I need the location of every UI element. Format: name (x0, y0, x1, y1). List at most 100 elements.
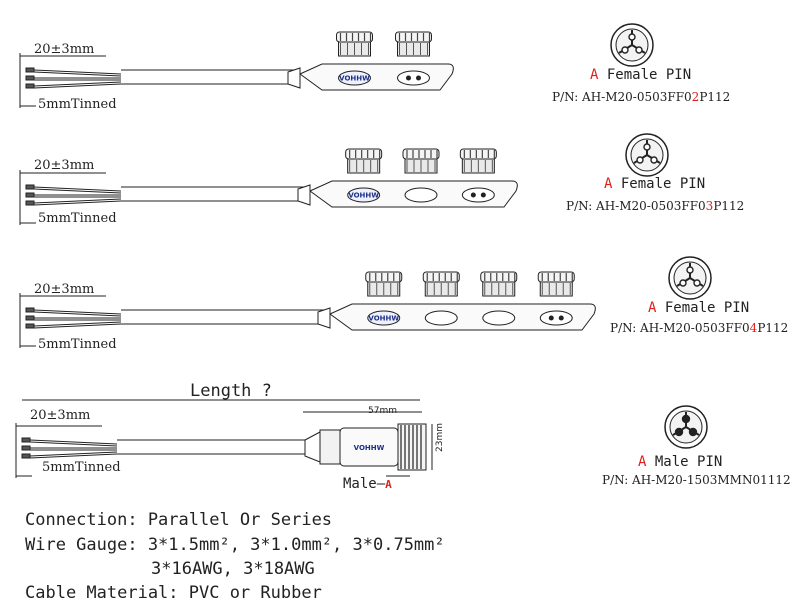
pin-type-label: A Female PIN (590, 67, 692, 83)
tinned-wire-end (25, 307, 35, 313)
length-label: Length ? (190, 381, 272, 401)
male-connector-cable: VOHHW (15, 399, 433, 478)
wire (33, 323, 122, 329)
part-number: P/N: AH-M20-0503FF02P112 (552, 90, 731, 104)
tinned-wire-end (25, 67, 35, 73)
connector-nut (345, 148, 383, 160)
hub-body (329, 303, 596, 331)
pin-dot (470, 192, 476, 198)
pin-badge (461, 187, 495, 203)
strip-length-label: 20±3mm (34, 282, 95, 297)
hub-body (299, 63, 454, 91)
spec-awg: 3*16AWG, 3*18AWG (151, 559, 315, 579)
pin-contact (635, 46, 643, 54)
connector-nut (365, 271, 403, 283)
pin-contact (679, 279, 687, 287)
pin-contact (628, 33, 636, 41)
pin-contact (636, 156, 644, 164)
wire (33, 188, 122, 194)
tinned-length-label: 5mmTinned (38, 211, 117, 226)
female-pin-face (625, 133, 669, 177)
connector-nut (336, 31, 373, 43)
wire (33, 71, 122, 77)
tinned-wire-end (25, 184, 35, 190)
tinned-wire-end (25, 323, 35, 329)
tinned-wire-end (25, 315, 35, 321)
part-number: P/N: AH-M20-0503FF04P112 (610, 321, 789, 335)
tinned-wire-end (25, 192, 35, 198)
hub-2-way: VOHHW (19, 31, 454, 108)
connector-nut (459, 148, 497, 160)
brand-badge (347, 187, 381, 203)
spec-material: Cable Material: PVC or Rubber (25, 583, 322, 603)
pin-dot (548, 315, 554, 321)
connector-nut (395, 31, 432, 43)
strain-relief (304, 431, 321, 463)
brand-logo: VOHHW (348, 192, 379, 200)
tinned-wire-end (25, 75, 35, 81)
wire (33, 200, 122, 206)
tinned-wire-end (21, 453, 31, 459)
strain-relief (287, 67, 301, 89)
pin-contact (674, 427, 684, 437)
recess (424, 310, 458, 326)
tinned-wire-end (21, 445, 31, 451)
pin-badge (397, 70, 430, 86)
wire (33, 69, 122, 75)
hub-4-way: VOHHW (19, 271, 596, 348)
male-callout: Male—A (343, 476, 392, 492)
strip-length-label: 20±3mm (30, 408, 91, 423)
pin-type-label: A Female PIN (604, 176, 706, 192)
pin-contact (693, 279, 701, 287)
wire (29, 453, 118, 459)
tinned-length-label: 5mmTinned (42, 460, 121, 475)
part-number: P/N: AH-M20-0503FF03P112 (566, 199, 745, 213)
pin-dot (406, 75, 411, 81)
wire (33, 321, 122, 327)
coupling-nut (397, 423, 427, 471)
wire (29, 439, 118, 445)
female-pin-face (668, 256, 712, 300)
wire (33, 186, 122, 192)
tinned-wire-end (21, 437, 31, 443)
diameter-label: 23mm (435, 423, 445, 452)
pin-dot (416, 75, 421, 81)
pin-type-label: A Female PIN (648, 300, 750, 316)
strain-relief (317, 307, 331, 329)
tinned-wire-end (25, 200, 35, 206)
pin-dot (480, 192, 486, 198)
recess (404, 187, 438, 203)
wire (33, 81, 122, 87)
brand-logo: VOHHW (368, 315, 399, 323)
connector-nut (480, 271, 518, 283)
connector-nut (422, 271, 460, 283)
pin-contact (621, 46, 629, 54)
wire (29, 451, 118, 457)
brand-logo: VOHHW (339, 75, 370, 83)
spec-wire-gauge: Wire Gauge: 3*1.5mm², 3*1.0mm², 3*0.75mm… (25, 535, 445, 555)
strip-length-label: 20±3mm (34, 158, 95, 173)
wire (33, 198, 122, 204)
tinned-wire-end (25, 83, 35, 89)
tinned-length-label: 5mmTinned (38, 97, 117, 112)
pin-badge (539, 310, 573, 326)
pin-contact (688, 427, 698, 437)
wire (33, 83, 122, 89)
connector-nut (402, 148, 440, 160)
connector-nut (537, 271, 575, 283)
male-pin-face (664, 405, 708, 449)
pin-dot (558, 315, 564, 321)
spec-connection: Connection: Parallel Or Series (25, 510, 333, 530)
hub-3-way: VOHHW (19, 148, 518, 225)
pin-contact (686, 266, 694, 274)
tinned-length-label: 5mmTinned (38, 337, 117, 352)
pin-type-label: A Male PIN (638, 454, 723, 470)
part-number: P/N: AH-M20-1503MMN01112 (602, 473, 791, 487)
connector-grip (319, 429, 341, 465)
wire (33, 309, 122, 315)
wire (33, 311, 122, 317)
brand-logo: VOHHW (354, 444, 385, 452)
strip-length-label: 20±3mm (34, 42, 95, 57)
brand-badge (338, 70, 371, 86)
